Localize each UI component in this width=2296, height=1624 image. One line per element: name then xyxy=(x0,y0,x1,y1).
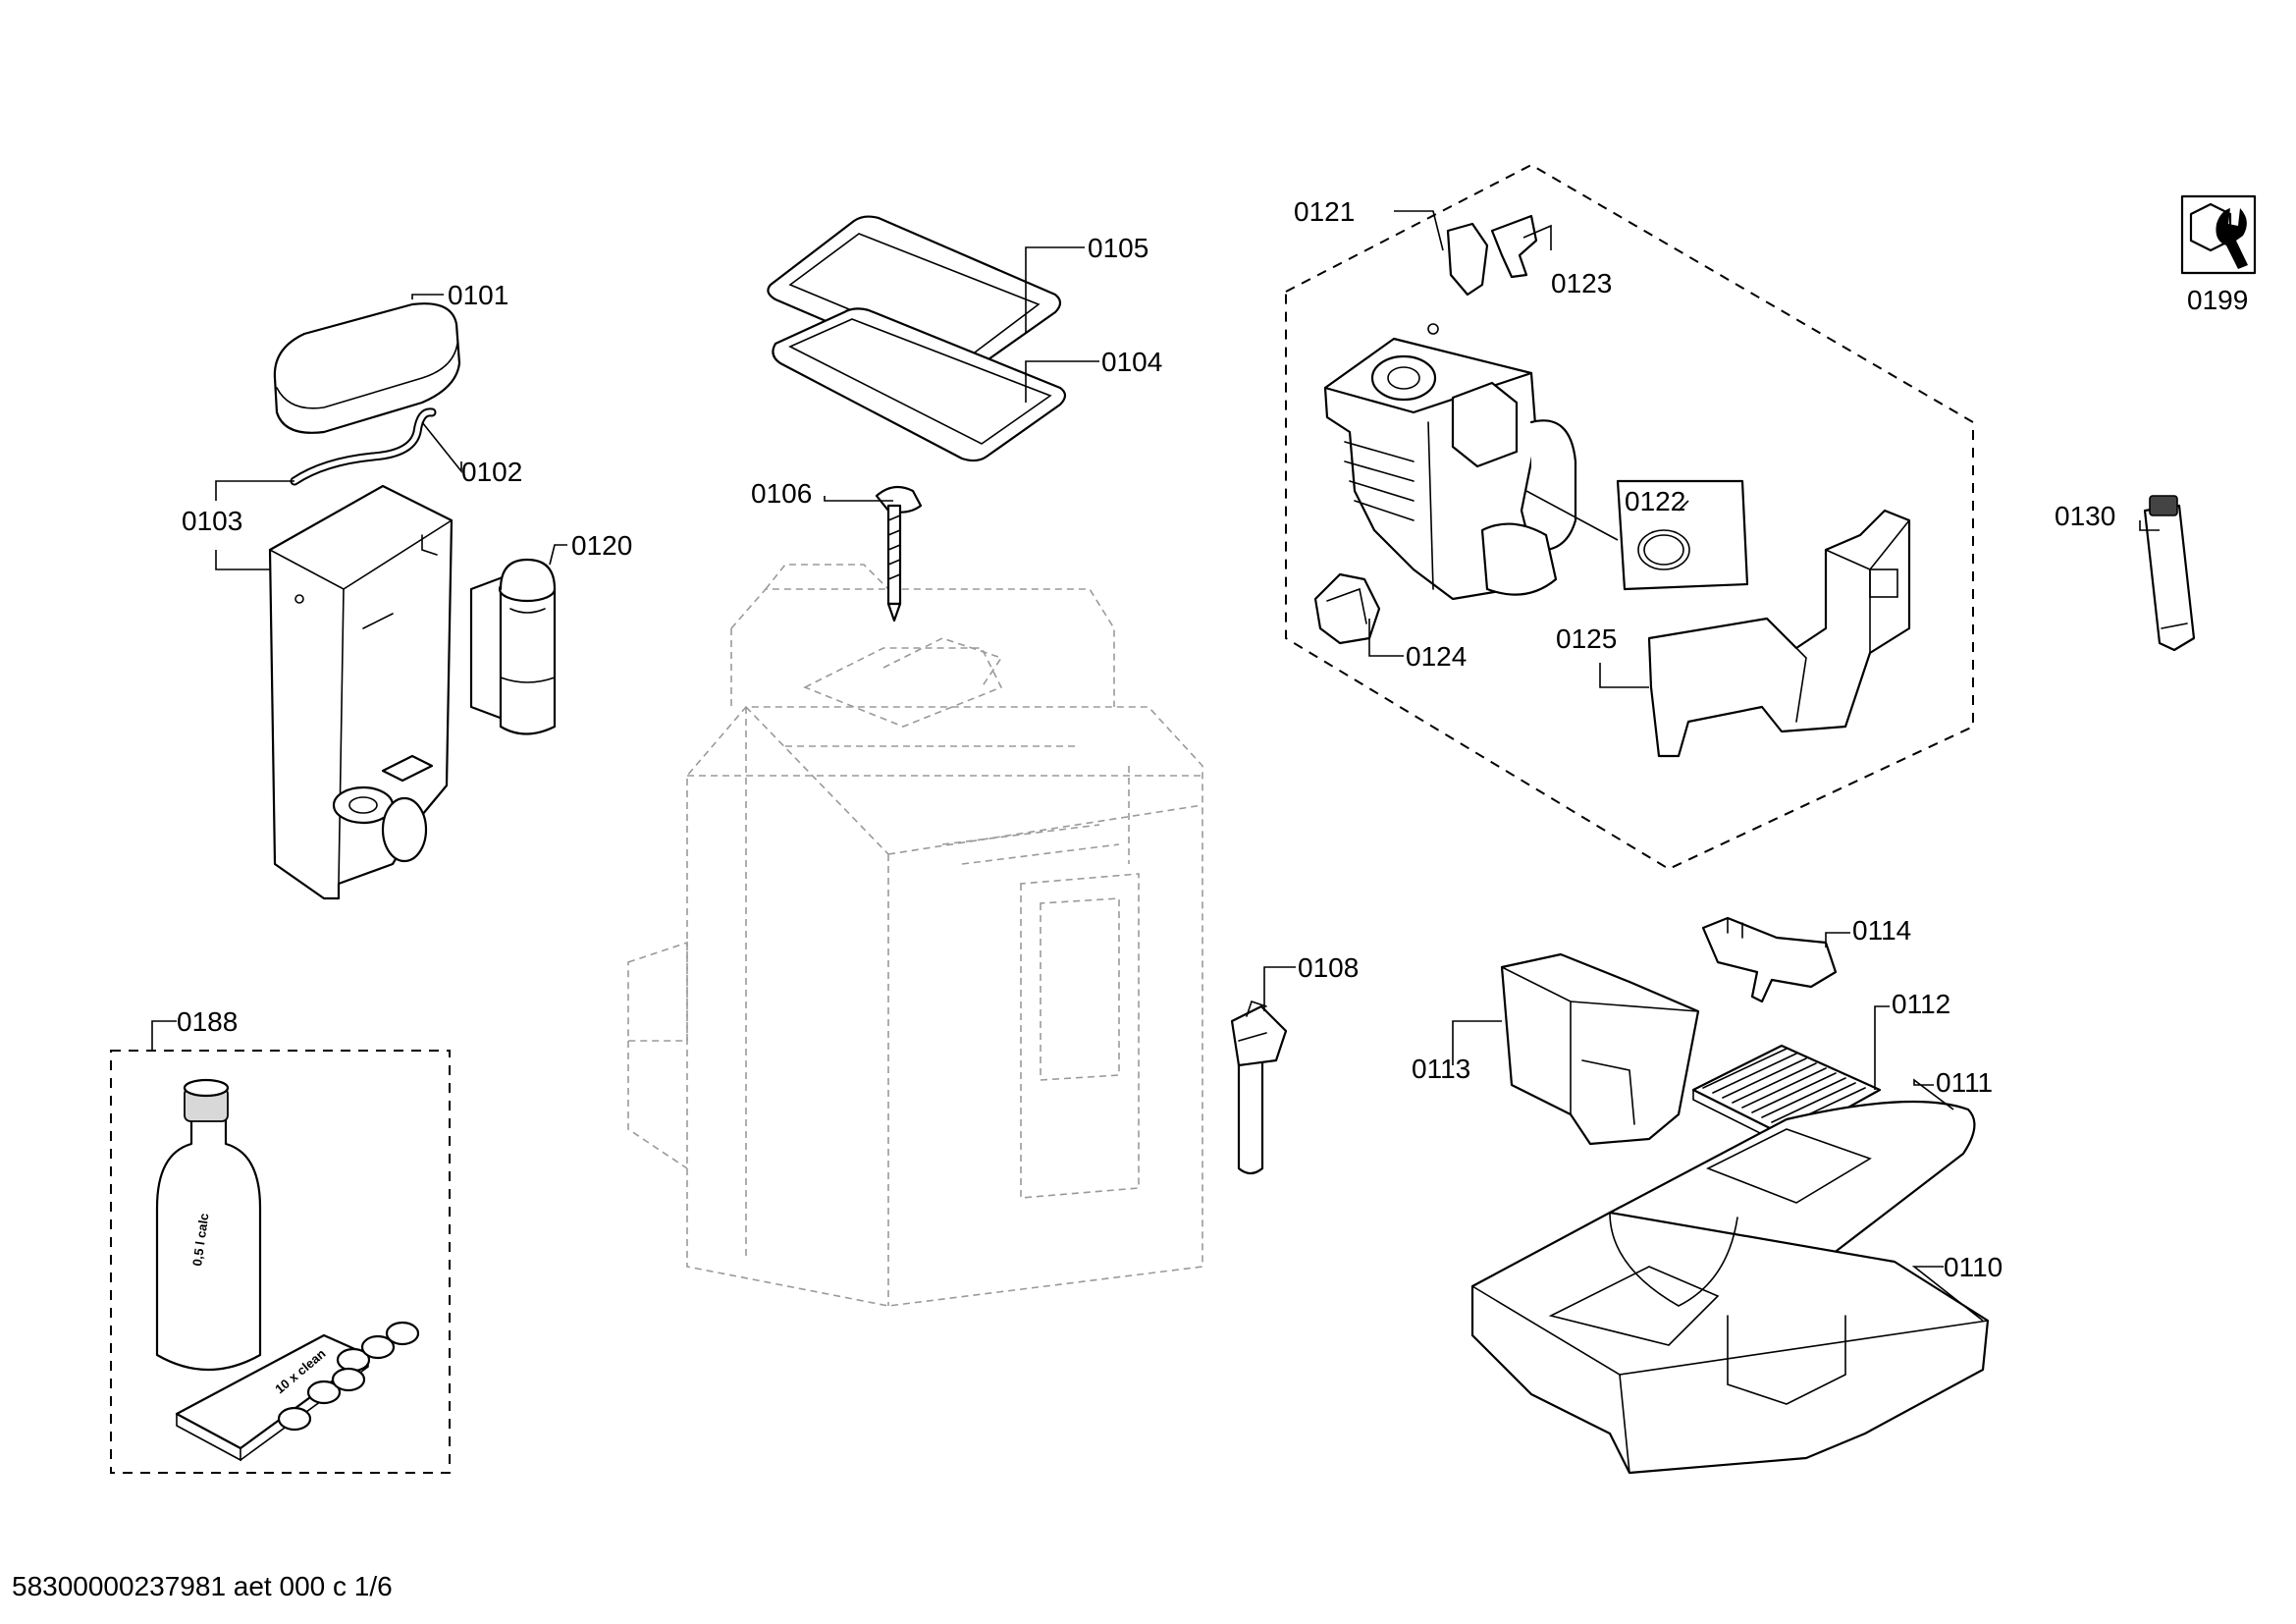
label-0106: 0106 xyxy=(751,478,812,509)
part-0125-cover xyxy=(1647,509,1911,758)
label-0110: 0110 xyxy=(1944,1252,2002,1282)
part-brewing-unit xyxy=(1323,337,1577,601)
label-0101: 0101 xyxy=(448,280,508,310)
part-0103-water-tank xyxy=(268,484,454,900)
part-0188-boundary xyxy=(110,1050,451,1474)
label-0102: 0102 xyxy=(461,457,522,487)
part-0106-spindle xyxy=(875,485,923,623)
part-0101-tank-lid xyxy=(273,302,461,434)
label-0105: 0105 xyxy=(1088,233,1148,263)
assembly-0121-boundary xyxy=(1285,163,1974,871)
label-0103: 0103 xyxy=(182,506,242,536)
document-code: 58300000237981 aet 000 c 1/6 xyxy=(12,1571,393,1601)
label-0123: 0123 xyxy=(1551,268,1612,298)
part-0130-grease-tube xyxy=(2143,495,2196,652)
label-0122: 0122 xyxy=(1625,486,1685,516)
part-0122-o-ring xyxy=(1616,479,1749,591)
part-0113-grounds-container xyxy=(1500,952,1700,1146)
part-0102-hose xyxy=(290,407,437,486)
label-0199: 0199 xyxy=(2187,285,2248,315)
part-0123-lever xyxy=(1427,214,1538,335)
part-0108-outlet-pipe xyxy=(1230,1000,1288,1175)
label-0120: 0120 xyxy=(571,530,632,561)
part-0110-drip-tray xyxy=(1470,1211,1990,1475)
part-0114-valve xyxy=(1701,916,1838,1003)
leader-lines xyxy=(151,210,2160,1322)
label-0114: 0114 xyxy=(1852,915,1911,946)
part-labels: 0101 0102 0103 0104 0105 0106 0108 0110 … xyxy=(177,196,2248,1282)
label-0108: 0108 xyxy=(1298,952,1359,983)
part-0104-gasket xyxy=(772,307,1067,462)
label-0188: 0188 xyxy=(177,1006,238,1037)
label-0124: 0124 xyxy=(1406,641,1467,672)
label-0130: 0130 xyxy=(2055,501,2115,531)
label-0113: 0113 xyxy=(1412,1054,1470,1084)
part-0188-cleaning-kit: 0,5 l calc 10 x clean xyxy=(155,1078,420,1462)
label-0104: 0104 xyxy=(1101,347,1162,377)
part-0120-water-filter xyxy=(469,558,557,735)
machine-body-ghost xyxy=(627,564,1203,1307)
label-0121: 0121 xyxy=(1294,196,1355,227)
label-0111: 0111 xyxy=(1936,1067,1993,1098)
label-0112: 0112 xyxy=(1892,989,1950,1019)
part-0199-service-tool-icon xyxy=(2180,194,2257,275)
bottle-label-text: 0,5 l calc xyxy=(189,1213,211,1268)
label-0125: 0125 xyxy=(1556,623,1617,654)
part-0124-clip xyxy=(1313,572,1381,645)
